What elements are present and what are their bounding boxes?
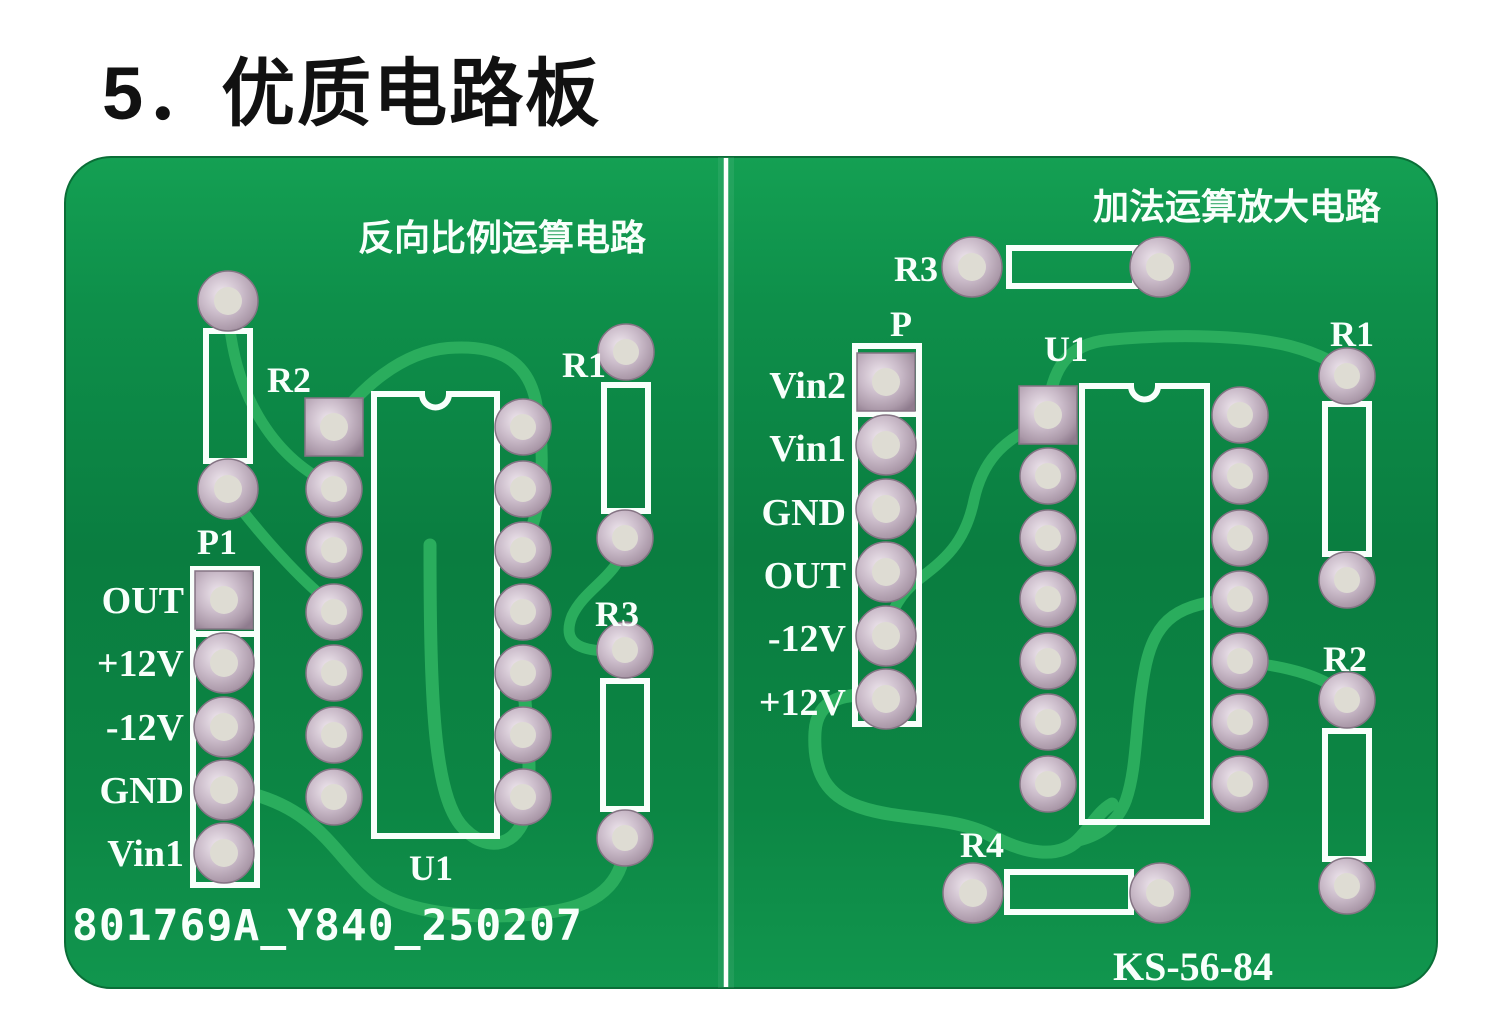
label-r4: R4 — [960, 825, 1004, 865]
label-u1: U1 — [409, 848, 453, 888]
pin-label-out: OUT — [102, 580, 184, 622]
left-circuit-title: 反向比例运算电路 — [358, 217, 647, 258]
pin-label-plus12v: +12V — [97, 643, 185, 685]
serial-number: 801769A_Y840_250207 — [72, 901, 583, 951]
label-p: P — [890, 304, 912, 344]
page-title: 5．优质电路板 — [102, 52, 602, 135]
right-circuit-title: 加法运算放大电路 — [1093, 186, 1382, 227]
label-p1: P1 — [197, 522, 237, 562]
pin-label-gnd-right: GND — [762, 492, 846, 534]
ic-outline-u1-right — [1079, 383, 1210, 825]
label-u1-right: U1 — [1044, 329, 1088, 369]
pin-label-plus12v-right: +12V — [759, 682, 847, 724]
right-board: 加法运算放大电路 R3 P U1 R1 R2 R4 Vin2 Vin1 GND … — [759, 186, 1382, 989]
label-r2-right: R2 — [1323, 639, 1367, 679]
pin-label-minus12v-right: -12V — [768, 618, 847, 660]
label-r3: R3 — [595, 594, 639, 634]
left-board-labels: 反向比例运算电路 R2 R1 R3 P1 U1 OUT +12V -12V GN… — [72, 217, 647, 951]
header-outline-p1 — [190, 566, 260, 888]
resistor-outline-r3 — [600, 678, 650, 812]
pin-label-minus12v: -12V — [106, 707, 185, 749]
pin-label-vin1-right: Vin1 — [769, 428, 846, 470]
pin-label-gnd: GND — [100, 770, 184, 812]
label-r2: R2 — [267, 360, 311, 400]
label-r1-right: R1 — [1330, 314, 1374, 354]
pin-label-vin1: Vin1 — [107, 833, 184, 875]
label-r1: R1 — [562, 345, 606, 385]
ic-outline-u1-left — [371, 391, 500, 839]
left-board: 反向比例运算电路 R2 R1 R3 P1 U1 OUT +12V -12V GN… — [72, 217, 655, 951]
right-board-labels: 加法运算放大电路 R3 P U1 R1 R2 R4 Vin2 Vin1 GND … — [759, 186, 1382, 989]
label-r3-right: R3 — [894, 249, 938, 289]
pin-label-out-right: OUT — [764, 555, 846, 597]
pin-label-vin2-right: Vin2 — [769, 365, 846, 407]
board-code: KS-56-84 — [1113, 944, 1273, 989]
